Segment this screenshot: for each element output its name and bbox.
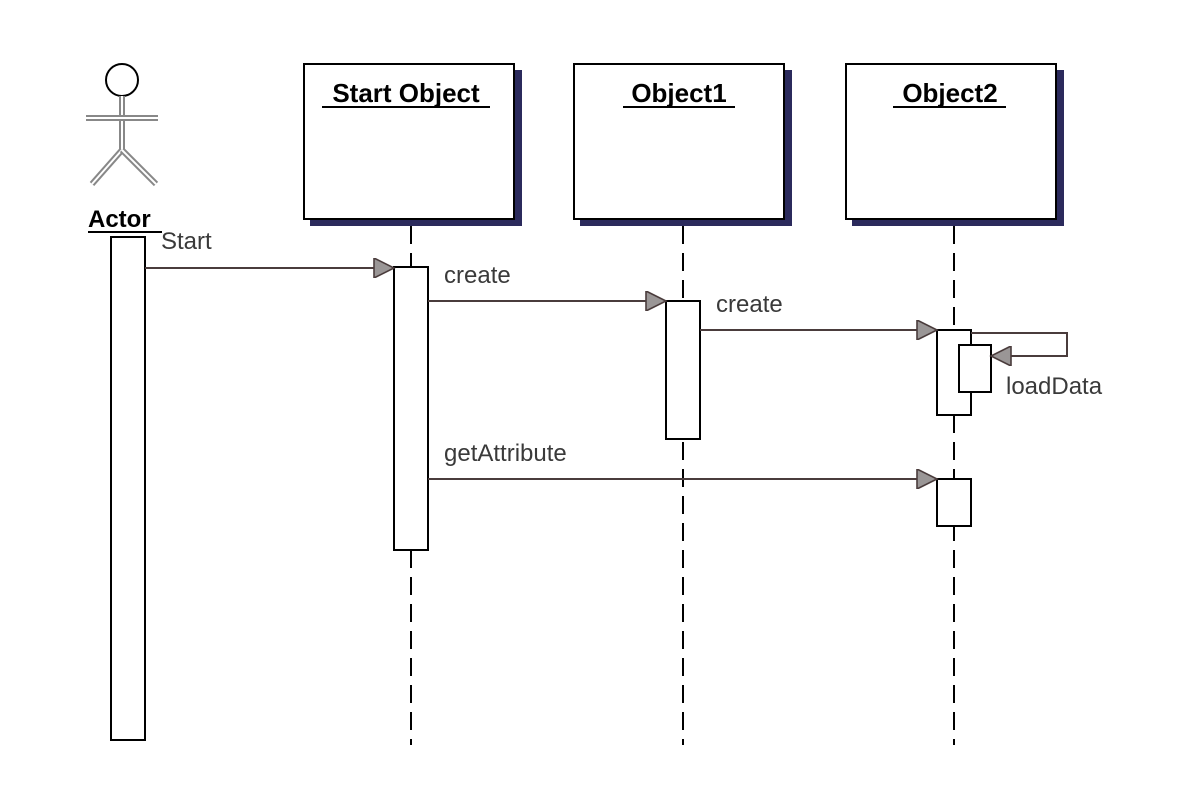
activation-object2-getattribute [936, 478, 972, 527]
object-box-start[interactable]: Start Object [303, 63, 522, 226]
message-label-loaddata: loadData [1006, 373, 1103, 400]
message-label-create-1: create [444, 262, 511, 289]
actor-label: Actor [88, 206, 151, 233]
actor-figure-icon [86, 63, 159, 187]
object-title-object2: Object2 [902, 78, 997, 108]
object-box-object2[interactable]: Object2 [845, 63, 1064, 226]
message-loaddata[interactable]: loadData [971, 332, 1103, 400]
message-create-object2[interactable]: create [700, 291, 937, 330]
message-create-object1[interactable]: create [428, 262, 666, 301]
message-label-create-2: create [716, 291, 783, 318]
message-label-getattribute: getAttribute [444, 440, 567, 467]
object-title-object1: Object1 [631, 78, 726, 108]
message-start[interactable]: Start [145, 228, 394, 268]
message-getattribute[interactable]: getAttribute [428, 440, 937, 479]
object-box-object1[interactable]: Object1 [573, 63, 792, 226]
message-label-start: Start [161, 228, 212, 255]
activation-object1 [665, 300, 701, 440]
object-title-start: Start Object [332, 78, 480, 108]
activation-object2-loaddata [958, 344, 992, 393]
activation-start-object [393, 266, 429, 551]
activation-actor [110, 236, 146, 741]
